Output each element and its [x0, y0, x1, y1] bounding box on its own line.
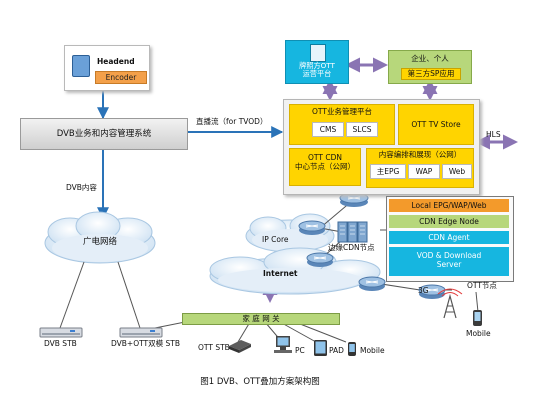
dvb-stb-label: DVB STB — [44, 339, 77, 348]
ott-operations-label: 牌照方OTT 运营平台 — [299, 61, 335, 79]
server-icon — [310, 44, 326, 62]
content-management-title: 内容编排和展现（公网） — [378, 150, 462, 159]
dvb-management-system: DVB业务和内容管理系统 — [20, 118, 188, 150]
ott-stb-icon — [229, 340, 251, 353]
ott-business-platform: OTT业务管理平台 CMS SLCS — [289, 104, 395, 145]
figure-caption: 图1 DVB、OTT叠加方案架构图 — [200, 377, 320, 387]
enterprise-box: 企业、个人 第三方SP应用 — [388, 50, 472, 84]
headend-icon — [72, 55, 90, 77]
home-gateway-bar: 家 庭 网 关 — [182, 313, 340, 325]
router-icon — [358, 276, 386, 291]
live-stream-label: 直播流（for TVOD） — [196, 117, 268, 126]
enterprise-title: 企业、个人 — [411, 54, 449, 63]
dvb-stb-icon — [39, 327, 83, 338]
cell-tower-icon — [437, 288, 463, 319]
web-label: Web — [442, 164, 472, 179]
cdn-edge-node-label: CDN Edge Node — [389, 215, 509, 228]
router-icon — [339, 192, 369, 207]
mobile-device-icon — [348, 342, 356, 356]
pc-icon — [274, 336, 292, 353]
ott-operations-platform: 牌照方OTT 运营平台 — [285, 40, 349, 84]
ott-business-title: OTT业务管理平台 — [312, 107, 372, 116]
headend-box: Headend Encoder — [64, 45, 150, 91]
edge-cdn-label: 边缘CDN节点 — [328, 243, 375, 252]
hls-label: HLS — [486, 130, 501, 139]
router-icon — [298, 220, 326, 235]
cms-label: CMS — [312, 122, 344, 137]
ott-stb-label: OTT STB — [198, 343, 230, 352]
internet-label: Internet — [263, 269, 298, 278]
dvb-content-label: DVB内容 — [66, 183, 97, 192]
pad-icon — [314, 340, 327, 356]
broadcast-network-label: 广电网络 — [82, 237, 117, 247]
wap-label: WAP — [408, 164, 440, 179]
router-icon — [306, 252, 334, 267]
local-epg-label: Local EPG/WAP/Web — [389, 199, 509, 212]
headend-title: Headend — [97, 57, 135, 66]
threeg-label: 3G — [418, 286, 429, 295]
ott-node-label: OTT节点 — [467, 281, 497, 290]
ott-cdn-center: OTT CDN 中心节点（公网） — [289, 148, 361, 186]
slcs-label: SLCS — [346, 122, 378, 137]
pad-label: PAD — [329, 346, 344, 355]
dual-mode-stb-icon — [119, 327, 163, 338]
encoder-label: Encoder — [95, 71, 147, 84]
mobile-label: Mobile — [360, 346, 385, 355]
third-party-sp-label: 第三方SP应用 — [401, 68, 461, 80]
ott-tv-store: OTT TV Store — [398, 104, 474, 145]
pc-label: PC — [295, 346, 305, 355]
ip-core-label: IP Core — [262, 235, 289, 244]
vod-download-server-label: VOD & Download Server — [389, 247, 509, 276]
cdn-agent-label: CDN Agent — [389, 231, 509, 244]
edge-server-rack-icon — [337, 221, 368, 243]
content-management: 内容编排和展现（公网） 主EPG WAP Web — [366, 148, 474, 188]
mobile-label-right: Mobile — [466, 329, 491, 338]
broadcast-network-cloud — [44, 211, 156, 264]
mobile-phone-icon — [473, 310, 482, 326]
main-epg-label: 主EPG — [370, 164, 406, 179]
dual-mode-stb-label: DVB+OTT双模 STB — [111, 339, 181, 348]
